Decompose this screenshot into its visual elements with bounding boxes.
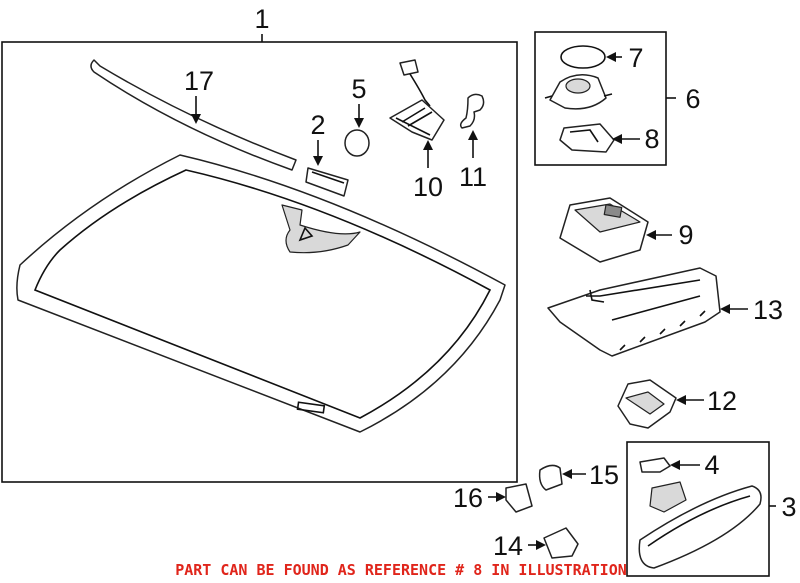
- reveal-molding: [90, 59, 297, 171]
- callout-11: 11: [459, 162, 487, 192]
- callout-12: 12: [707, 386, 737, 416]
- sensor-pad: [344, 129, 370, 157]
- callout-6: 6: [685, 84, 700, 114]
- gasket-ring: [560, 45, 606, 69]
- footer-note: PART CAN BE FOUND AS REFERENCE # 8 IN IL…: [175, 561, 627, 579]
- callout-1: 1: [254, 4, 269, 34]
- callout-14: 14: [493, 531, 523, 561]
- rain-light-sensor: [544, 74, 613, 110]
- callout-15: 15: [589, 460, 619, 490]
- clip-part-16: [505, 483, 533, 513]
- windshield-glass: [16, 154, 506, 433]
- windshield-group-box: [1, 41, 518, 483]
- callout-8: 8: [644, 124, 659, 154]
- mirror-group-box: [626, 441, 770, 577]
- callout-5: 5: [351, 74, 366, 104]
- callout-17: 17: [184, 66, 214, 96]
- trim-piece-12: [617, 379, 677, 429]
- clip-part-14: [543, 527, 579, 559]
- callout-2: 2: [310, 110, 325, 140]
- rearview-mirror: [638, 481, 762, 569]
- overhead-console-trim: [547, 267, 721, 357]
- mirror-clip: [639, 457, 671, 473]
- callout-13: 13: [753, 295, 783, 325]
- callout-7: 7: [628, 43, 643, 73]
- overhead-lamp-module: [559, 197, 649, 263]
- harness-clip: [459, 93, 485, 129]
- callout-4: 4: [704, 450, 719, 480]
- leader-lines: [191, 52, 748, 550]
- callout-10: 10: [413, 172, 443, 202]
- rain-sensor-cover: [389, 59, 445, 141]
- callout-9: 9: [678, 220, 693, 250]
- sensor-bracket: [559, 123, 615, 153]
- clip-part-15: [538, 464, 563, 491]
- callout-3: 3: [781, 492, 796, 522]
- callout-16: 16: [453, 483, 483, 513]
- bracket-part-2: [305, 167, 349, 197]
